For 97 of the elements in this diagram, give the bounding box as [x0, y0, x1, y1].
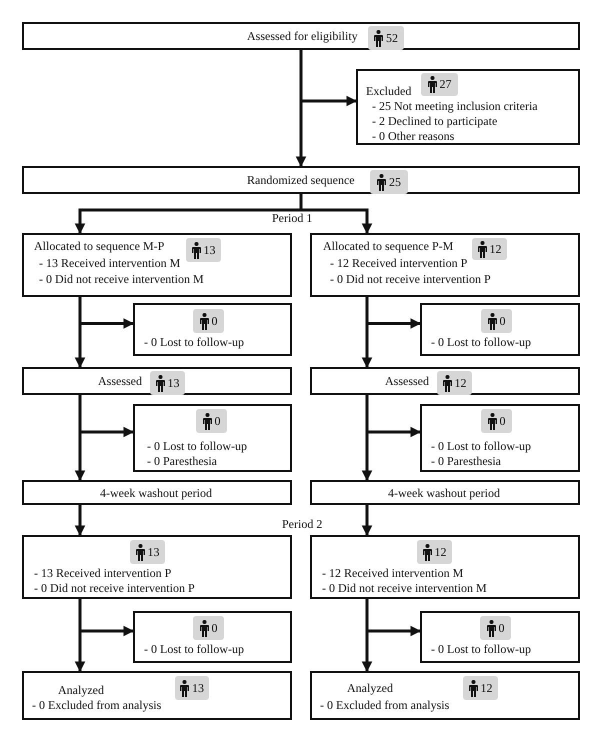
arrow	[74, 505, 86, 536]
count-badge	[130, 540, 165, 564]
process-box	[310, 535, 580, 599]
period-label: Period 1	[272, 211, 312, 226]
count-badge	[193, 616, 224, 640]
box-text: - 2 Declined to participate	[372, 114, 498, 129]
count-badge	[186, 238, 221, 262]
process-box	[420, 611, 580, 663]
process-box	[22, 166, 580, 194]
arrow	[78, 395, 134, 438]
process-box	[22, 233, 292, 297]
process-box	[310, 671, 580, 720]
arrow	[300, 194, 372, 234]
box-text: 4-week washout period	[388, 486, 500, 501]
box-text: Excluded	[366, 84, 412, 99]
process-box	[133, 303, 292, 356]
process-box	[22, 671, 292, 720]
arrow	[366, 599, 422, 636]
box-text: - 13 Received intervention P	[34, 566, 172, 581]
arrow	[78, 599, 134, 636]
box-text: - 25 Not meeting inclusion criteria	[372, 99, 538, 114]
box-text: - 0 Did not receive intervention P	[330, 272, 491, 287]
process-box	[133, 404, 292, 472]
count-number: 12	[434, 544, 446, 560]
count-number: 0	[500, 314, 506, 328]
count-badge	[193, 309, 224, 333]
count-badge	[150, 371, 185, 395]
count-badge	[437, 371, 472, 395]
box-text: - 0 Other reasons	[372, 129, 454, 144]
process-box	[310, 367, 580, 395]
box-text: - 0 Lost to follow-up	[147, 439, 247, 454]
box-text: - 0 Excluded from analysis	[320, 698, 450, 713]
count-number: 0	[498, 620, 504, 636]
box-text: - 12 Received intervention P	[330, 256, 468, 271]
box-text: - 0 Lost to follow-up	[431, 439, 531, 454]
count-badge	[417, 540, 452, 564]
count-number: 0	[212, 314, 218, 328]
count-number: 12	[454, 376, 466, 390]
process-box	[310, 233, 580, 297]
process-box	[22, 22, 580, 50]
box-text: - 0 Did not receive intervention M	[39, 272, 204, 287]
count-badge	[370, 170, 408, 194]
box-text: - 12 Received intervention M	[322, 566, 464, 581]
box-text: Assessed	[98, 374, 142, 389]
count-number: 13	[204, 242, 216, 258]
count-badge	[421, 73, 458, 96]
box-text: Analyzed	[347, 681, 393, 696]
arrow	[362, 505, 372, 536]
process-box	[22, 535, 292, 599]
count-number: 12	[480, 680, 492, 696]
process-box	[310, 480, 580, 505]
box-text: - 0 Did not receive intervention P	[34, 581, 195, 596]
process-box	[133, 611, 292, 663]
box-text: Allocated to sequence P-M	[323, 239, 454, 254]
count-number: 25	[389, 174, 401, 190]
process-box	[22, 367, 292, 395]
arrow	[300, 50, 358, 106]
box-text: Analyzed	[58, 683, 104, 698]
box-text: - 0 Lost to follow-up	[144, 642, 244, 657]
arrow	[366, 395, 422, 438]
box-text: - 0 Lost to follow-up	[431, 335, 531, 350]
process-box	[420, 404, 580, 472]
count-number: 0	[212, 620, 218, 636]
period-label: Period 2	[282, 517, 322, 532]
box-text: - 13 Received intervention M	[39, 256, 180, 271]
box-text: Assessed for eligibility	[247, 29, 358, 44]
arrow	[78, 297, 134, 329]
box-text: - 0 Paresthesia	[431, 454, 501, 469]
count-badge	[196, 409, 227, 433]
count-number: 13	[192, 680, 204, 696]
box-text: Assessed	[385, 374, 429, 389]
count-badge	[472, 238, 507, 260]
box-text: - 0 Paresthesia	[147, 454, 217, 469]
box-text: 4-week washout period	[100, 486, 212, 501]
count-number: 0	[500, 414, 506, 428]
process-box	[420, 303, 580, 356]
box-text: - 0 Lost to follow-up	[431, 642, 531, 657]
process-box	[22, 480, 292, 505]
count-badge	[175, 676, 209, 700]
arrow	[366, 297, 422, 329]
box-text: - 0 Did not receive intervention M	[322, 581, 487, 596]
count-badge	[480, 616, 511, 640]
count-number: 12	[490, 242, 502, 256]
count-number: 13	[148, 544, 160, 560]
count-number: 0	[214, 414, 220, 428]
box-text: - 0 Lost to follow-up	[144, 335, 244, 350]
count-badge	[463, 676, 498, 700]
count-badge	[481, 309, 512, 333]
count-badge	[368, 26, 404, 50]
process-box	[356, 69, 580, 145]
count-number: 13	[168, 376, 180, 390]
box-text: - 0 Excluded from analysis	[32, 698, 162, 713]
box-text: Allocated to sequence M-P	[34, 239, 164, 254]
box-text: Randomized sequence	[247, 173, 355, 188]
count-badge	[481, 409, 512, 433]
count-number: 27	[440, 77, 452, 92]
count-number: 52	[386, 30, 398, 46]
